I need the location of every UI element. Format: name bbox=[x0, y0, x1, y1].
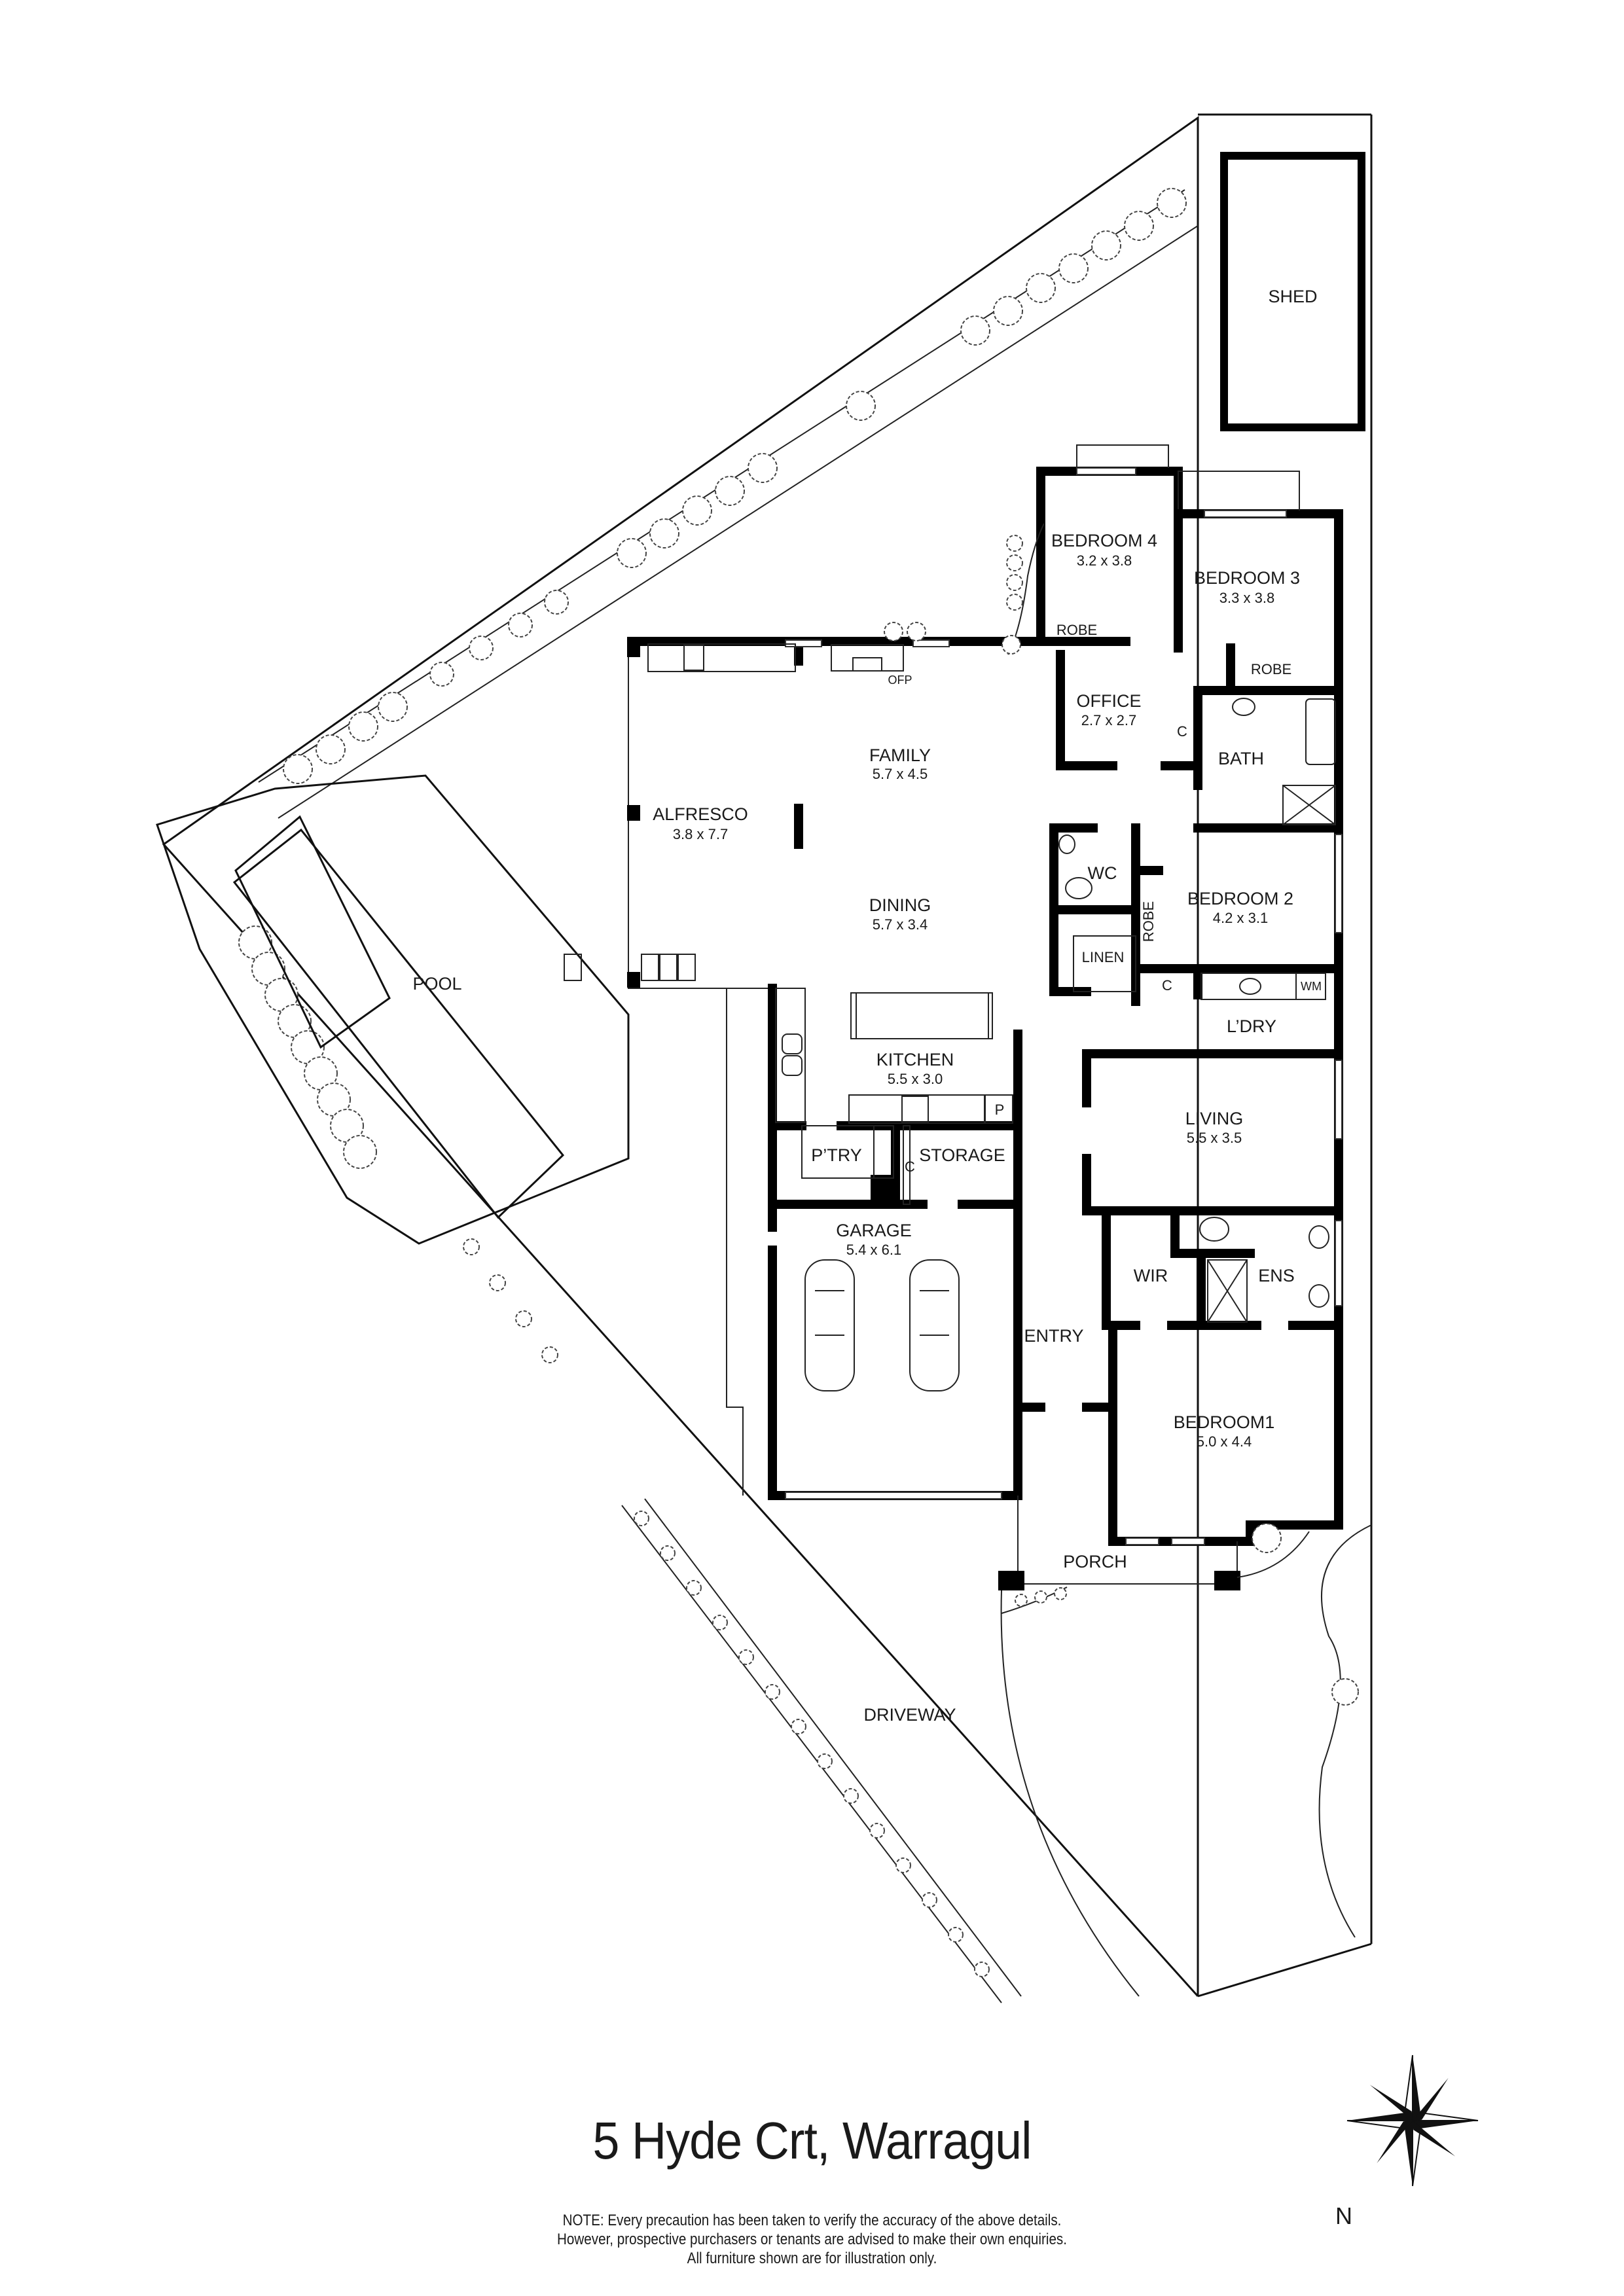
label-bedroom3: BEDROOM 3 bbox=[1194, 568, 1300, 588]
compass-north-label: N bbox=[1335, 2202, 1352, 2229]
disclaimer-line-3: All furniture shown are for illustration… bbox=[687, 2250, 937, 2267]
pool-shape bbox=[232, 828, 565, 1219]
dims-alfresco: 3.8 x 7.7 bbox=[673, 826, 728, 842]
label-storage: STORAGE bbox=[919, 1145, 1005, 1165]
label-linen: LINEN bbox=[1082, 949, 1125, 965]
label-ofp: OFP bbox=[888, 673, 912, 687]
label-robe4: ROBE bbox=[1056, 622, 1097, 638]
disclaimer-line-1: NOTE: Every precaution has been taken to… bbox=[562, 2212, 1062, 2229]
disclaimer-note: NOTE: Every precaution has been taken to… bbox=[114, 2211, 1511, 2268]
property-address-title: 5 Hyde Crt, Warragul bbox=[592, 2111, 1032, 2170]
label-dining: DINING bbox=[869, 895, 931, 915]
label-cupboard-office: C bbox=[1177, 723, 1187, 740]
dims-bedroom3: 3.3 x 3.8 bbox=[1219, 590, 1274, 606]
label-bedroom1: BEDROOM1 bbox=[1174, 1412, 1275, 1432]
dims-bedroom1: 5.0 x 4.4 bbox=[1197, 1433, 1252, 1450]
label-robe2: ROBE bbox=[1140, 901, 1157, 942]
label-pantry: P’TRY bbox=[811, 1145, 862, 1165]
label-cupboard-storage: C bbox=[905, 1158, 915, 1175]
hedge-driveway bbox=[621, 1498, 1022, 2003]
dims-bedroom2: 4.2 x 3.1 bbox=[1213, 910, 1268, 926]
dims-living: 5.5 x 3.5 bbox=[1187, 1130, 1242, 1146]
label-shed: SHED bbox=[1268, 287, 1317, 306]
label-living: LIVING bbox=[1185, 1109, 1244, 1128]
label-family: FAMILY bbox=[869, 745, 931, 765]
hedge-top bbox=[258, 188, 1199, 819]
pool-steps bbox=[564, 954, 696, 981]
label-porch: PORCH bbox=[1063, 1552, 1127, 1571]
driveway-curves bbox=[726, 523, 1372, 1997]
label-bath: BATH bbox=[1218, 749, 1264, 768]
pool-area bbox=[156, 774, 630, 1245]
label-entry: ENTRY bbox=[1024, 1326, 1083, 1346]
label-alfresco: ALFRESCO bbox=[653, 804, 748, 824]
room-labels: SHED BEDROOM 4 3.2 x 3.8 ROBE BEDROOM 3 … bbox=[412, 287, 1322, 1725]
kitchen-island bbox=[856, 992, 993, 1039]
dims-bedroom4: 3.2 x 3.8 bbox=[1077, 552, 1132, 569]
label-laundry: L’DRY bbox=[1227, 1016, 1276, 1036]
shed-structure bbox=[1220, 152, 1365, 431]
label-pool: POOL bbox=[412, 974, 461, 994]
label-robe3: ROBE bbox=[1251, 661, 1291, 677]
dims-dining: 5.7 x 3.4 bbox=[873, 916, 928, 933]
label-wc: WC bbox=[1088, 863, 1117, 883]
disclaimer-line-2: However, prospective purchasers or tenan… bbox=[557, 2231, 1067, 2248]
label-cupboard-ldry: C bbox=[1162, 977, 1172, 994]
interior-walls bbox=[647, 509, 1343, 1412]
label-wm: WM bbox=[1301, 980, 1322, 993]
hedge-left bbox=[238, 925, 558, 1363]
label-garage: GARAGE bbox=[836, 1221, 912, 1240]
label-ensuite: ENS bbox=[1258, 1266, 1295, 1285]
label-office: OFFICE bbox=[1077, 691, 1142, 711]
label-bedroom4: BEDROOM 4 bbox=[1051, 531, 1157, 550]
label-driveway: DRIVEWAY bbox=[863, 1705, 956, 1725]
label-kitchen: KITCHEN bbox=[876, 1050, 954, 1069]
label-wir: WIR bbox=[1134, 1266, 1168, 1285]
dims-kitchen: 5.5 x 3.0 bbox=[888, 1071, 943, 1087]
label-bedroom2: BEDROOM 2 bbox=[1187, 889, 1293, 908]
dims-family: 5.7 x 4.5 bbox=[873, 766, 928, 782]
house-walls bbox=[627, 444, 1343, 1590]
dims-office: 2.7 x 2.7 bbox=[1081, 712, 1136, 728]
label-pantry-p: P bbox=[995, 1102, 1005, 1118]
dims-garage: 5.4 x 6.1 bbox=[846, 1242, 901, 1258]
